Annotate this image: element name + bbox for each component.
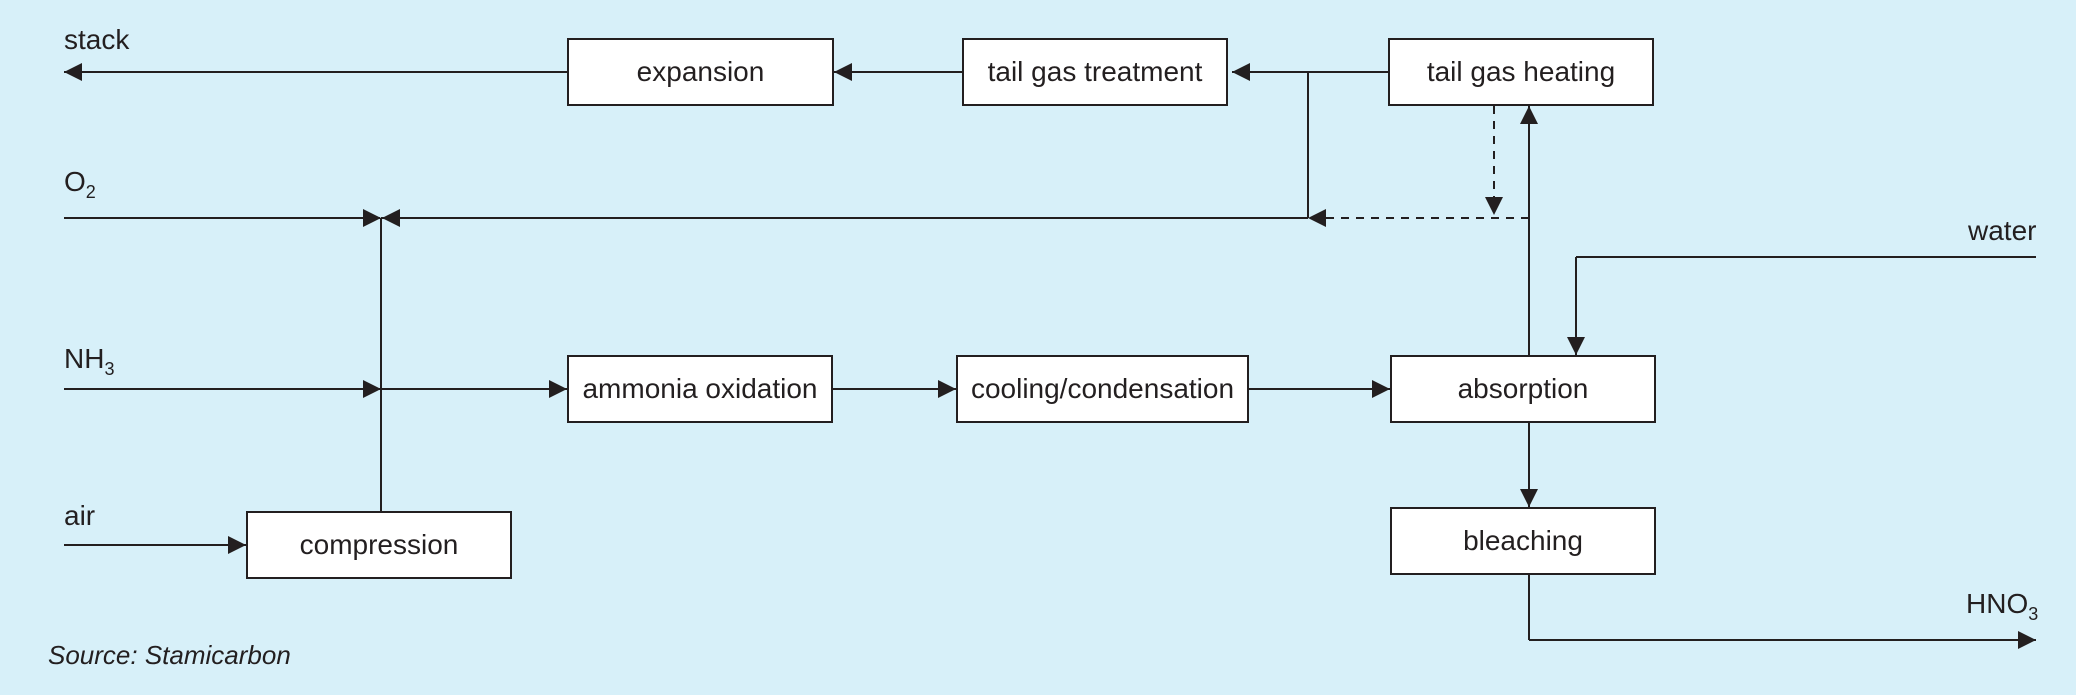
arrowhead-treatment xyxy=(1232,63,1250,81)
arrowhead-dashed-heating xyxy=(1485,197,1503,215)
arrowhead-dashed-bypass xyxy=(1308,209,1326,227)
hno3-label: HNO3 xyxy=(1966,588,2038,624)
arrowhead-stack xyxy=(64,63,82,81)
nh3-label-sub: 3 xyxy=(104,359,115,379)
absorption-box: absorption xyxy=(1390,355,1656,423)
o2-label: O2 xyxy=(64,166,96,202)
arrowhead-bleaching xyxy=(1520,489,1538,507)
tail-gas-heating-box: tail gas heating xyxy=(1388,38,1654,106)
expansion-box: expansion xyxy=(567,38,834,106)
cooling-condensation-box: cooling/condensation xyxy=(956,355,1249,423)
arrowhead-hno3 xyxy=(2018,631,2036,649)
ammonia-oxidation-box: ammonia oxidation xyxy=(567,355,833,423)
nh3-label-main: NH xyxy=(64,343,105,374)
arrowhead-heating xyxy=(1520,106,1538,124)
hno3-label-main: HNO xyxy=(1966,588,2029,619)
water-label: water xyxy=(1968,215,2037,246)
stack-label: stack xyxy=(64,24,130,55)
arrowhead-absorption xyxy=(1372,380,1390,398)
air-label: air xyxy=(64,500,96,531)
nh3-label: NH3 xyxy=(64,343,114,379)
tail-gas-treatment-box: tail gas treatment xyxy=(962,38,1228,106)
compression-box: compression xyxy=(246,511,512,579)
arrowhead-cooling xyxy=(938,380,956,398)
bleaching-box: bleaching xyxy=(1390,507,1656,575)
arrowhead-recycle-mix xyxy=(382,209,400,227)
arrowhead-water xyxy=(1567,337,1585,355)
arrowhead-nh3-mix xyxy=(363,380,381,398)
arrowhead-expansion xyxy=(834,63,852,81)
o2-label-main: O xyxy=(64,166,86,197)
source-caption: Source: Stamicarbon xyxy=(48,640,291,670)
arrowhead-oxidation xyxy=(549,380,567,398)
arrowhead-o2-mix xyxy=(363,209,381,227)
o2-label-sub: 2 xyxy=(85,182,96,202)
hno3-label-sub: 3 xyxy=(2028,604,2039,624)
arrowhead-air xyxy=(228,536,246,554)
